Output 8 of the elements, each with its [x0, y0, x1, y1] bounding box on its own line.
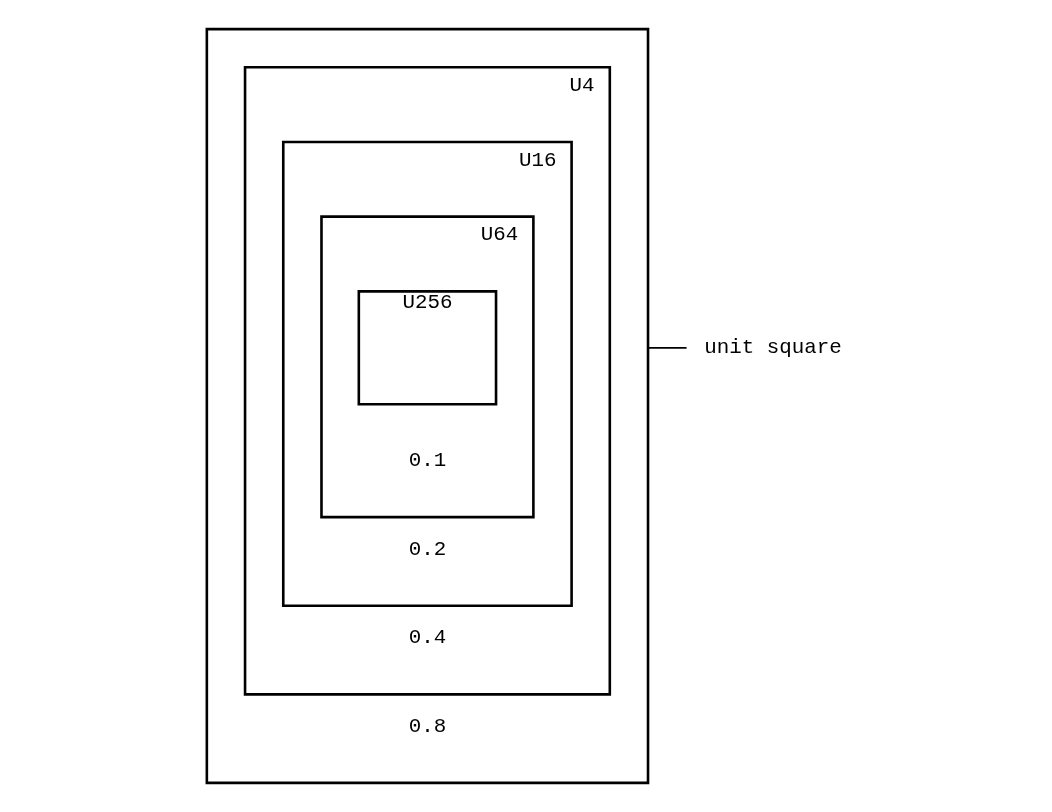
cluster — [205, 27, 650, 785]
node-label: 0.1 — [408, 449, 447, 473]
connector — [647, 346, 688, 349]
node-label: 0.8 — [408, 714, 447, 738]
node-label: 0.4 — [408, 626, 447, 650]
node-box: U256 — [357, 290, 498, 406]
node-label: 0.2 — [408, 537, 447, 561]
node-text: unit square — [704, 336, 842, 360]
